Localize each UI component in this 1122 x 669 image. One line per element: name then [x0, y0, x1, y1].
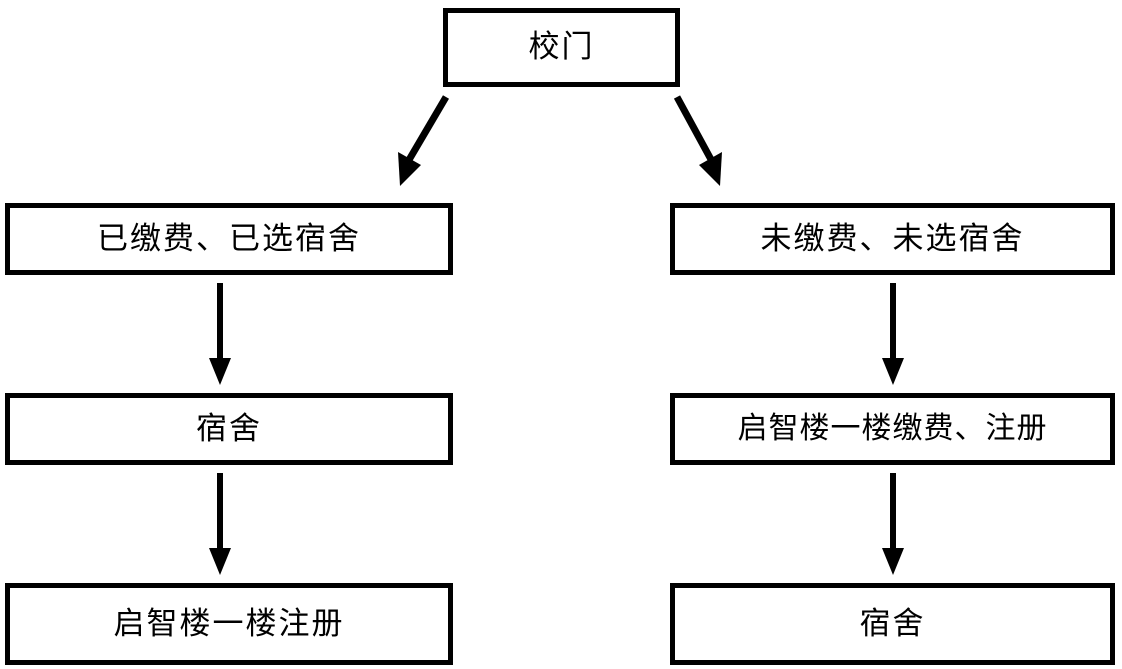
node-unpaid-unselected-label: 未缴费、未选宿舍	[760, 220, 1025, 257]
edge-dorm-left-to-qizhi-register	[209, 473, 231, 575]
node-qizhi-pay-register[interactable]: 启智楼一楼缴费、注册	[670, 393, 1115, 465]
node-qizhi-register-label: 启智楼一楼注册	[113, 605, 345, 642]
node-unpaid-unselected[interactable]: 未缴费、未选宿舍	[670, 203, 1115, 275]
node-dorm-left[interactable]: 宿舍	[5, 393, 453, 465]
node-dorm-left-label: 宿舍	[196, 410, 262, 447]
edge-paid-selected-to-dorm-left	[209, 283, 231, 385]
edge-gate-to-unpaid-unselected	[673, 95, 722, 186]
node-gate-label: 校门	[528, 29, 595, 65]
edge-qizhi-pay-register-to-dorm-right	[882, 473, 904, 575]
node-gate[interactable]: 校门	[443, 8, 680, 87]
edge-unpaid-unselected-to-qizhi-pay-register	[882, 283, 904, 385]
node-dorm-right-label: 宿舍	[859, 605, 926, 642]
node-qizhi-register[interactable]: 启智楼一楼注册	[5, 583, 453, 665]
node-paid-selected-label: 已缴费、已选宿舍	[97, 220, 361, 257]
node-paid-selected[interactable]: 已缴费、已选宿舍	[5, 203, 453, 275]
edge-gate-to-paid-selected	[398, 95, 450, 186]
node-dorm-right[interactable]: 宿舍	[670, 583, 1115, 665]
node-qizhi-pay-register-label: 启智楼一楼缴费、注册	[737, 411, 1048, 446]
